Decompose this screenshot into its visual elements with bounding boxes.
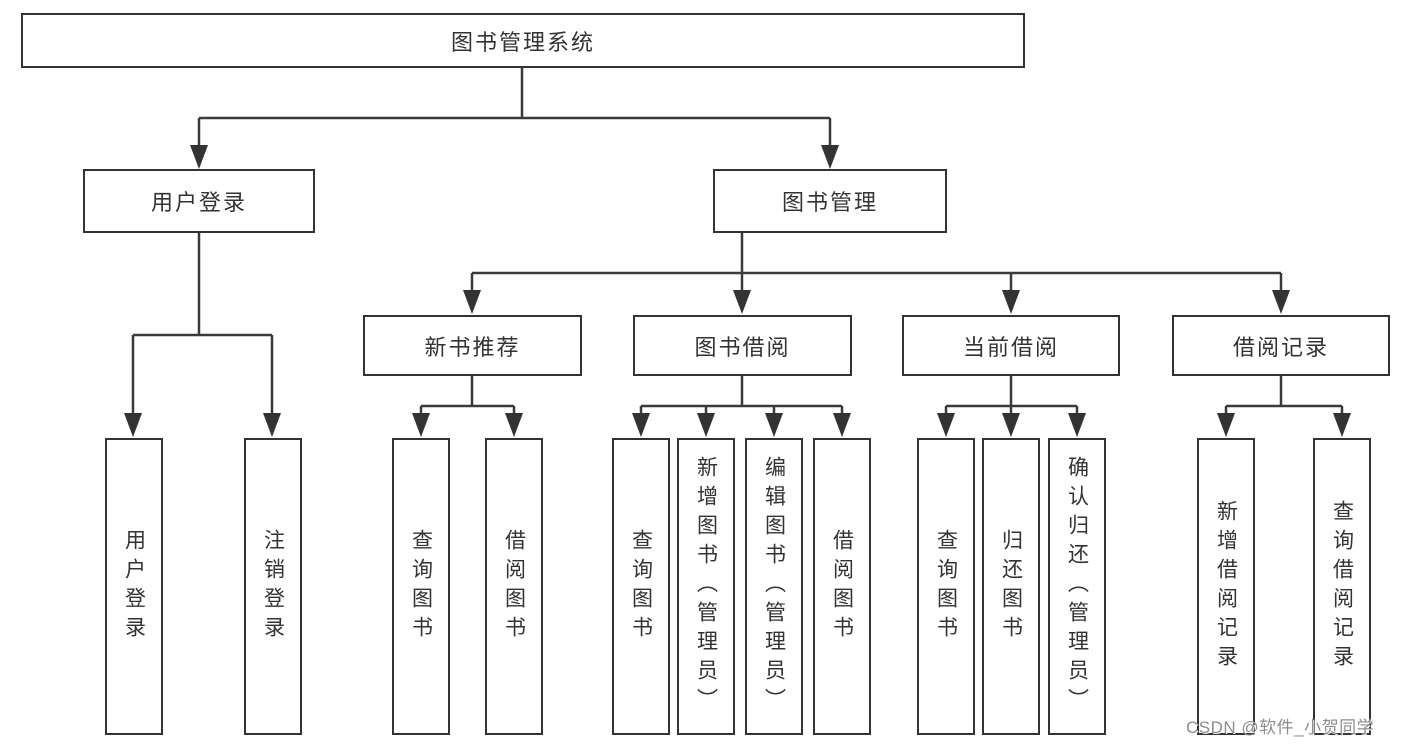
node-logout: 注销登录	[244, 438, 302, 735]
leaf-label: 编辑图书（管理员）	[762, 456, 786, 717]
node-new-book-recommend: 新书推荐	[363, 315, 582, 376]
leaf-label: 查询图书	[409, 528, 433, 645]
csdn-watermark: CSDN @软件_小贺同学	[1186, 718, 1375, 737]
node-current-borrow-label: 当前借阅	[962, 334, 1059, 360]
node-confirm-return-admin: 确认归还（管理员）	[1048, 438, 1106, 735]
node-book-borrow-label: 图书借阅	[694, 334, 791, 360]
node-book-management-label: 图书管理	[781, 190, 878, 215]
node-borrow-books-newbook: 借阅图书	[485, 438, 543, 735]
node-user-login: 用户登录	[83, 169, 315, 233]
leaf-label: 查询图书	[934, 528, 958, 645]
node-borrow-record-label: 借阅记录	[1232, 334, 1329, 360]
node-library-system: 图书管理系统	[21, 13, 1025, 68]
leaf-label: 用户登录	[122, 528, 146, 645]
node-new-book-recommend-label: 新书推荐	[424, 334, 521, 360]
node-user-login-action: 用户登录	[105, 438, 163, 735]
leaf-label: 借阅图书	[502, 528, 526, 645]
node-library-system-label: 图书管理系统	[450, 29, 595, 55]
leaf-label: 新增借阅记录	[1214, 499, 1238, 674]
node-user-login-label: 用户登录	[150, 190, 247, 215]
node-add-borrow-record: 新增借阅记录	[1197, 438, 1255, 735]
node-query-books-current: 查询图书	[917, 438, 975, 735]
node-borrow-books: 借阅图书	[813, 438, 871, 735]
node-current-borrow: 当前借阅	[902, 315, 1120, 376]
leaf-label: 确认归还（管理员）	[1065, 456, 1089, 717]
node-book-borrow: 图书借阅	[633, 315, 852, 376]
node-query-books-newbook: 查询图书	[392, 438, 450, 735]
node-query-books-borrow: 查询图书	[612, 438, 670, 735]
node-edit-books-admin: 编辑图书（管理员）	[745, 438, 803, 735]
node-return-books: 归还图书	[982, 438, 1040, 735]
node-borrow-record: 借阅记录	[1172, 315, 1390, 376]
leaf-label: 借阅图书	[830, 528, 854, 645]
leaf-label: 查询借阅记录	[1330, 499, 1354, 674]
node-add-books-admin: 新增图书（管理员）	[677, 438, 735, 735]
leaf-label: 归还图书	[999, 528, 1023, 645]
leaf-label: 注销登录	[261, 528, 285, 645]
node-book-management: 图书管理	[713, 169, 947, 233]
leaf-label: 新增图书（管理员）	[694, 456, 718, 717]
node-query-borrow-record: 查询借阅记录	[1313, 438, 1371, 735]
leaf-label: 查询图书	[629, 528, 653, 645]
